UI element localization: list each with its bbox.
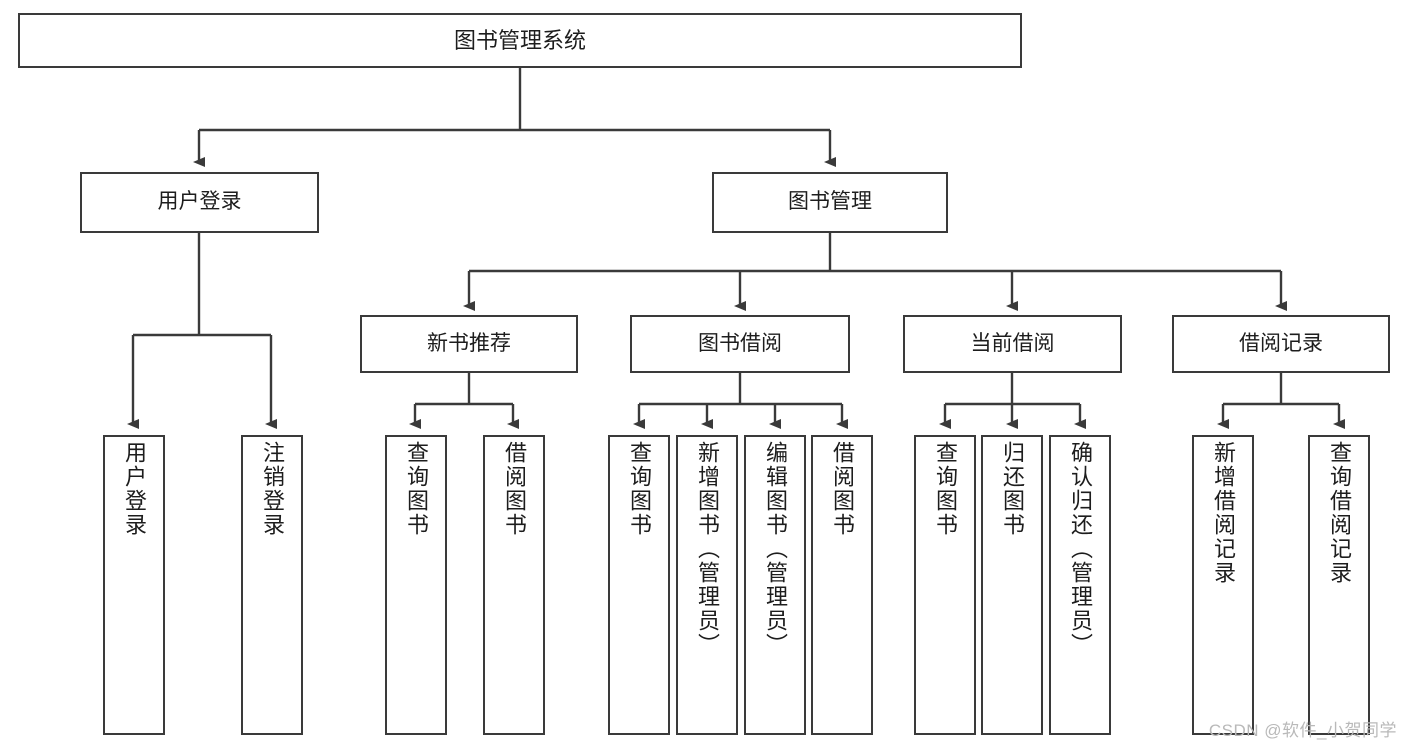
node-label: 借阅图书 [830, 441, 855, 537]
leaf-edit-book-admin[interactable]: 编辑图书（管理员） [744, 435, 806, 735]
leaf-borrow-book[interactable]: 借阅图书 [811, 435, 873, 735]
node-root-book-management-system[interactable]: 图书管理系统 [18, 13, 1022, 68]
node-current-borrow[interactable]: 当前借阅 [903, 315, 1122, 373]
node-label: 当前借阅 [970, 331, 1055, 355]
leaf-return-book[interactable]: 归还图书 [981, 435, 1043, 735]
node-label: 查询图书 [933, 441, 958, 537]
node-label: 用户登录 [157, 190, 242, 214]
node-new-book-recommend[interactable]: 新书推荐 [360, 315, 578, 373]
node-book-management[interactable]: 图书管理 [712, 172, 948, 233]
node-label: 新增图书（管理员） [695, 441, 720, 657]
leaf-query-book-current[interactable]: 查询图书 [914, 435, 976, 735]
node-label: 查询图书 [627, 441, 652, 537]
node-label: 图书管理 [788, 190, 872, 214]
node-label: 借阅图书 [502, 441, 527, 537]
csdn-watermark: CSDN @软件_小贺同学 [1208, 721, 1397, 740]
node-label: 借阅记录 [1239, 331, 1323, 355]
leaf-query-borrow-record[interactable]: 查询借阅记录 [1308, 435, 1370, 735]
leaf-borrow-book-recommend[interactable]: 借阅图书 [483, 435, 545, 735]
node-label: 确认归还（管理员） [1068, 441, 1093, 657]
leaf-add-borrow-record[interactable]: 新增借阅记录 [1192, 435, 1254, 735]
leaf-add-book-admin[interactable]: 新增图书（管理员） [676, 435, 738, 735]
leaf-logout[interactable]: 注销登录 [241, 435, 303, 735]
node-label: 图书管理系统 [453, 27, 586, 53]
node-label: 新增借阅记录 [1211, 441, 1236, 585]
node-label: 查询图书 [404, 441, 429, 537]
leaf-user-login[interactable]: 用户登录 [103, 435, 165, 735]
node-book-borrow[interactable]: 图书借阅 [630, 315, 850, 373]
leaf-query-book-recommend[interactable]: 查询图书 [385, 435, 447, 735]
node-label: 查询借阅记录 [1327, 441, 1352, 585]
node-user-login[interactable]: 用户登录 [80, 172, 319, 233]
node-borrow-record[interactable]: 借阅记录 [1172, 315, 1390, 373]
node-label: 图书借阅 [698, 331, 782, 355]
node-label: 注销登录 [260, 441, 285, 537]
node-label: 编辑图书（管理员） [763, 441, 788, 657]
node-label: 新书推荐 [427, 331, 511, 355]
leaf-confirm-return-admin[interactable]: 确认归还（管理员） [1049, 435, 1111, 735]
node-label: 用户登录 [122, 441, 147, 537]
leaf-query-book-borrow[interactable]: 查询图书 [608, 435, 670, 735]
node-label: 归还图书 [1000, 441, 1025, 537]
